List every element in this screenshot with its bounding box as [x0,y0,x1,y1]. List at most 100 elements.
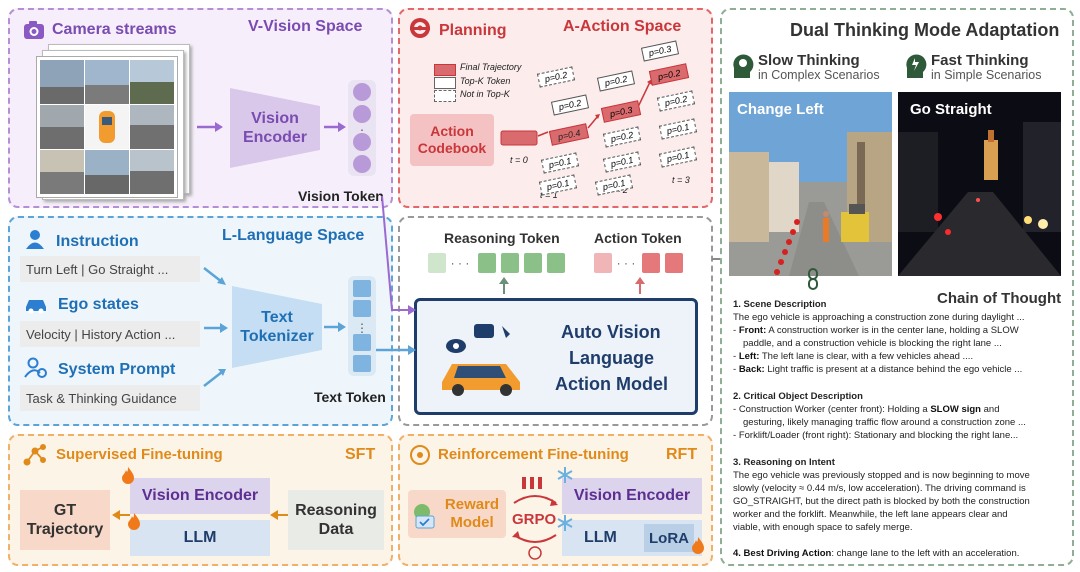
text-tokenizer-label: Text Tokenizer [240,309,314,345]
arrow-camera-encoder [197,122,223,132]
system-prompt-label: System Prompt [58,361,176,378]
arrows-inputs-tokenizer [203,267,228,387]
slow-thinking-sub: in Complex Scenarios [758,68,880,82]
rft-title: Reinforcement Fine-tuning [438,446,629,463]
cot-s3-line2: slowly (velocity ≈ 0.44 m/s, low acceler… [733,483,1026,494]
cot-s3-line1: The ego vehicle was previously stopped a… [733,470,1030,481]
daytime-scene-image [729,92,892,276]
fast-thinking-head-icon [906,54,927,78]
ego-states-field: Velocity | History Action ... [20,321,200,347]
cot-front-label: Front: [738,325,767,336]
grpo-label: GRPO [512,511,557,528]
time-label-t1: t = 1 [540,190,558,200]
lora-box: LoRA [644,524,694,552]
cot-s2-line3-text: Forklift/Loader (front right): Stationar… [738,430,1019,441]
model-name-line1: Auto Vision [561,322,661,342]
cot-front-text: A construction worker is in the center l… [768,325,1019,336]
output-token-row: · · · · · · [428,253,683,273]
dual-title: Dual Thinking Mode Adaptation [790,20,1060,40]
cot-s3-line3: GO_STRAIGHT, but the direct path is bloc… [733,496,1030,507]
fire-icon-lora [692,537,704,554]
arrow-data-model [270,510,288,520]
svg-text:· · ·: · · · [617,256,636,270]
cot-s2-title: 2. Critical Object Description [733,391,863,402]
cot-s2-slow-sign: SLOW sign [930,404,981,415]
cot-left-text: The left lane is clear, with a few vehic… [761,351,974,362]
cot-s1-title: 1. Scene Description [733,299,827,310]
model-name-line2: Language [569,348,655,368]
action-token-label: Action Token [594,230,682,246]
rft-vision-encoder: Vision Encoder [562,478,702,514]
cot-s1-intro: The ego vehicle is approaching a constru… [733,312,1025,323]
up-arrows [499,277,645,294]
text-token-column: ⋮ [348,276,376,376]
reasoning-data-box: Reasoning Data [288,490,384,550]
vision-space-title: V-Vision Space [248,18,363,35]
cot-s1-front: - Front: A construction worker is in the… [733,325,1019,336]
time-label-t3: t = 3 [672,175,690,185]
slow-thinking-head-icon [733,54,754,78]
slow-thinking-title: Slow Thinking [758,52,860,69]
cot-s3-title: 3. Reasoning on Intent [733,457,835,468]
cot-s2-line1: - Construction Worker (center front): Ho… [733,404,1000,415]
cot-s1-back: - Back: Light traffic is present at a di… [733,364,1023,375]
grpo-cycle-icon [512,477,558,560]
cot-s4-title: 4. Best Driving Action [733,548,832,559]
cot-s2-line1-text: Construction Worker (center front): Hold… [738,404,928,415]
steering-wheel-icon [410,18,430,38]
legend-not-topk-swatch [434,90,456,102]
legend-final-swatch [434,64,456,76]
vision-token-column: ⋮ [348,80,376,176]
go-straight-label: Go Straight [910,101,992,118]
arrow-gt-model [112,510,130,520]
snowflake-icon-llm [557,515,573,531]
car-with-sensors-icon [442,324,520,396]
snowflake-icon-encoder [557,467,573,483]
night-scene-image [898,92,1061,276]
legend-not-topk-label: Not in Top-K [460,89,510,99]
vision-token-label: Vision Token [298,188,384,204]
globe-check-icon [414,504,435,529]
instruction-label: Instruction [56,233,139,250]
rft-tag: RFT [666,446,698,463]
cot-title: Chain of Thought [937,290,1062,307]
model-name-line3: Action Model [555,374,668,394]
system-prompt-field: Task & Thinking Guidance [20,385,200,411]
user-gear-icon [24,357,47,378]
sft-tag: SFT [345,446,376,463]
legend-topk-swatch [434,77,456,89]
car-icon [26,300,46,314]
brain-gear-icon [410,445,430,465]
arrow-encoder-token [324,122,346,132]
cot-s3-line4: worker and the forklift. Meanwhile, the … [733,509,1008,520]
cot-left-label: Left: [738,351,760,362]
text-token-label: Text Token [314,389,386,405]
sft-title: Supervised Fine-tuning [56,446,223,463]
text-tokenizer-shape [232,286,322,368]
instruction-field: Turn Left | Go Straight ... [20,256,200,282]
svg-text:· · ·: · · · [451,256,470,270]
camera-icon [24,21,44,39]
fire-icon-llm [128,513,140,530]
language-space-title: L-Language Space [222,227,365,244]
legend-topk-label: Top-K Token [460,76,511,86]
cot-s2-line2: gesturing, likely managing traffic flow … [743,417,1026,428]
action-space-title: A-Action Space [563,18,682,35]
vision-encoder-shape [230,88,320,168]
network-icon [23,444,46,466]
fast-thinking-title: Fast Thinking [931,52,1029,69]
cot-s4-text: : change lane to the left with an accele… [831,548,1020,559]
legend-final-label: Final Trajectory [460,62,522,72]
cot-back-label: Back: [738,364,765,375]
action-token-tree [500,79,652,146]
connector-arrows-to-model [376,195,416,355]
time-label-t0: t = 0 [510,155,528,165]
planning-label: Planning [439,22,507,39]
cot-s2-line3: - Forklift/Loader (front right): Station… [733,430,1019,441]
fast-thinking-sub: in Simple Scenarios [931,68,1042,82]
fire-icon-encoder [122,467,134,484]
camera-streams-label: Camera streams [52,21,177,38]
camera-grid [36,56,178,198]
auto-vla-model-box [414,298,698,415]
